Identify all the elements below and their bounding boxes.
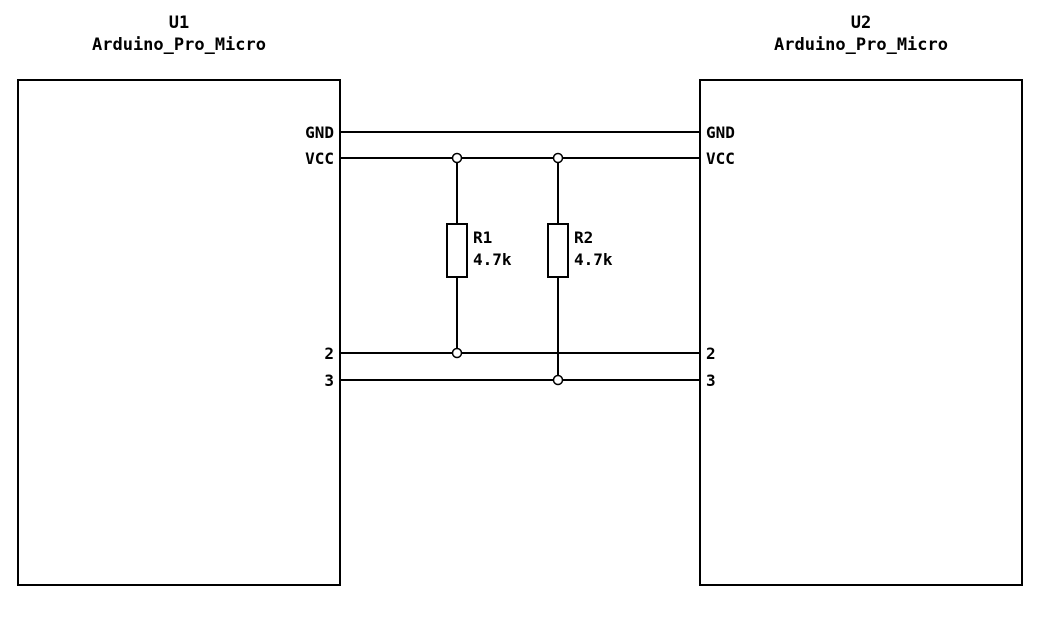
u1-pin-gnd-label: GND [305,123,334,142]
junction-r1-vcc [451,152,463,164]
u1-pin-vcc-label: VCC [305,149,334,168]
junction-r2-pin3 [552,374,564,386]
u2-ref-label: U2 [851,13,871,33]
u2-value-label: Arduino_Pro_Micro [774,35,948,55]
r1-ref-label: R1 [473,228,492,247]
u2-pin-vcc-label: VCC [706,149,735,168]
r2-value-label: 4.7k [574,250,613,269]
r2-body [547,223,569,278]
u1-body [17,79,341,586]
junction-r1-pin2 [451,347,463,359]
u2-pin-gnd-label: GND [706,123,735,142]
junction-r2-vcc [552,152,564,164]
r1-value-label: 4.7k [473,250,512,269]
u2-pin-3-label: 3 [706,371,716,390]
u1-pin-2-label: 2 [324,344,334,363]
u2-body [699,79,1023,586]
r1-body [446,223,468,278]
u2-pin-2-label: 2 [706,344,716,363]
u1-pin-3-label: 3 [324,371,334,390]
u1-value-label: Arduino_Pro_Micro [92,35,266,55]
u1-ref-label: U1 [169,13,189,33]
r2-ref-label: R2 [574,228,593,247]
